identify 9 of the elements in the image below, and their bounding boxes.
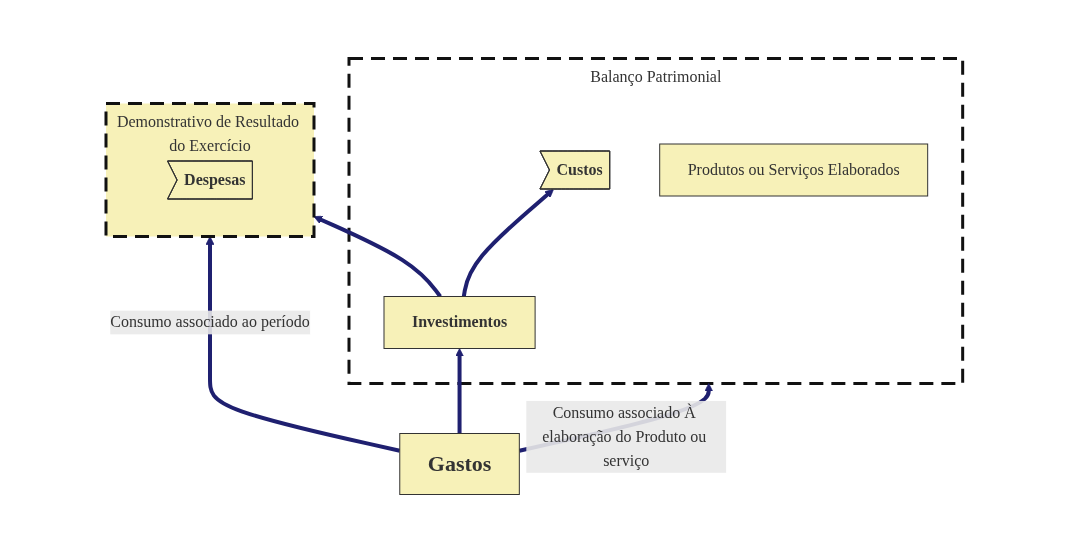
edge-label: Consumo associado À elaboração do Produto ou serviço xyxy=(541,403,706,469)
arrow xyxy=(454,348,464,434)
node-box: Gastos xyxy=(398,433,520,495)
arrow xyxy=(461,189,554,297)
edge-label: Consumo associado ao período xyxy=(109,313,310,331)
arrow xyxy=(205,236,400,453)
node-box: Produtos ou Serviços Elaborados xyxy=(658,143,928,197)
arrow xyxy=(313,215,442,298)
node-box: Investimentos xyxy=(383,296,536,349)
